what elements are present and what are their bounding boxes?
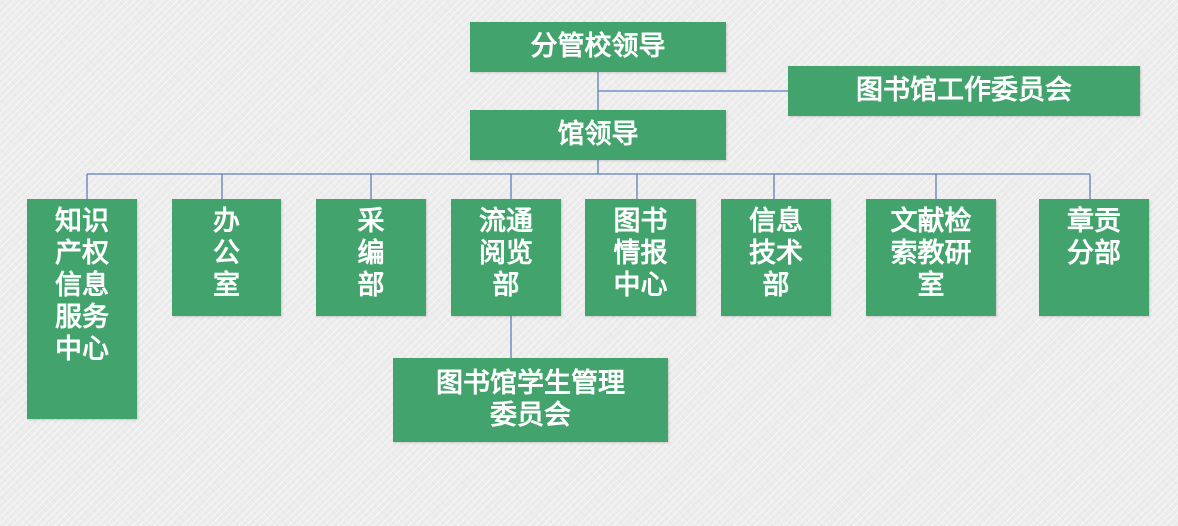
node-department-label: 办 公 室: [213, 206, 240, 301]
node-department-label: 章贡 分部: [1067, 206, 1121, 269]
node-department-label: 知识 产权 信息 服务 中心: [55, 206, 109, 365]
node-department: 流通 阅览 部: [451, 199, 561, 316]
node-department: 文献检 索教研 室: [866, 199, 996, 316]
node-department-label: 文献检 索教研 室: [890, 206, 972, 301]
node-department: 办 公 室: [172, 199, 281, 316]
node-department-label: 信息 技术 部: [749, 206, 803, 301]
node-library-work-committee-label: 图书馆工作委员会: [856, 75, 1072, 106]
node-department: 采 编 部: [316, 199, 426, 316]
node-department-label: 流通 阅览 部: [479, 206, 533, 301]
node-student-management-committee-label: 图书馆学生管理 委员会: [436, 368, 625, 431]
node-school-leader: 分管校领导: [470, 22, 726, 72]
node-library-leader-label: 馆领导: [557, 119, 639, 150]
node-school-leader-label: 分管校领导: [530, 31, 666, 62]
node-department-label: 图书 情报 中心: [613, 206, 668, 301]
node-student-management-committee: 图书馆学生管理 委员会: [393, 358, 668, 442]
node-department-label: 采 编 部: [357, 206, 385, 301]
node-department: 知识 产权 信息 服务 中心: [27, 199, 137, 419]
node-department: 图书 情报 中心: [585, 199, 696, 316]
node-library-work-committee: 图书馆工作委员会: [788, 66, 1140, 116]
node-department: 章贡 分部: [1039, 199, 1149, 316]
node-library-leader: 馆领导: [470, 110, 726, 160]
node-department: 信息 技术 部: [721, 199, 831, 316]
